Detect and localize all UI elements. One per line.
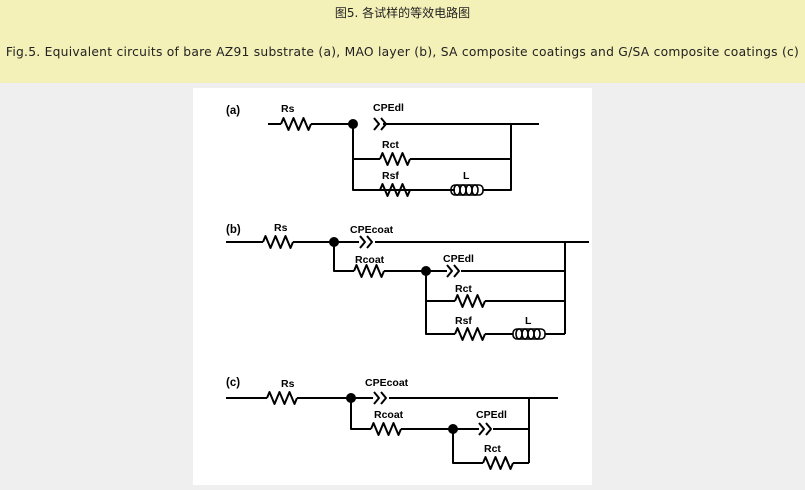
junction-node <box>329 237 339 247</box>
circuit-c: (c) Rs CPEcoat Rcoat CPEdl Rct <box>226 377 558 470</box>
label-rcoat: Rcoat <box>355 254 385 266</box>
resistor-rcoat <box>353 264 385 278</box>
circuit-b: (b) Rs CPEcoat Rcoat CPEdl Rct <box>226 222 589 341</box>
label-rct: Rct <box>455 283 472 295</box>
resistor-rct <box>379 152 411 166</box>
equivalent-circuits-figure: (a) Rs CPEdl Rct Rsf L <box>193 88 592 485</box>
label-rs: Rs <box>274 222 288 234</box>
panel-label-c: (c) <box>226 377 240 389</box>
junction-node <box>346 393 356 403</box>
resistor-rs <box>280 117 312 131</box>
label-cpe-coat: CPEcoat <box>350 224 394 236</box>
cpe-dl-element <box>446 264 460 278</box>
resistor-rct <box>454 294 486 308</box>
cpe-coat-element <box>359 235 373 249</box>
caption-bar: 图5. 各试样的等效电路图 Fig.5. Equivalent circuits… <box>0 0 805 83</box>
inductor-l <box>512 328 546 340</box>
cpe-element <box>373 117 387 131</box>
resistor-rs <box>266 391 298 405</box>
resistor-rsf <box>379 183 411 197</box>
caption-chinese: 图5. 各试样的等效电路图 <box>334 6 471 20</box>
label-rsf: Rsf <box>382 170 399 182</box>
circuit-a-wires <box>268 123 539 191</box>
cpe-coat-element <box>373 391 387 405</box>
label-cpe-dl: CPEdl <box>476 409 507 421</box>
label-rct: Rct <box>382 139 399 151</box>
label-cpe: CPEdl <box>373 102 404 114</box>
label-l: L <box>463 170 470 182</box>
caption-english: Fig.5. Equivalent circuits of bare AZ91 … <box>5 45 800 59</box>
cpe-dl-element <box>478 422 492 436</box>
resistor-rct <box>482 456 514 470</box>
junction-node <box>421 266 431 276</box>
junction-node <box>348 119 358 129</box>
circuit-c-wires <box>226 397 558 464</box>
label-rcoat: Rcoat <box>374 409 404 421</box>
junction-node <box>448 424 458 434</box>
panel-label-b: (b) <box>226 224 241 236</box>
circuit-b-wires <box>226 241 589 335</box>
label-l: L <box>525 315 532 327</box>
label-cpe-dl: CPEdl <box>443 253 474 265</box>
label-rs: Rs <box>281 378 295 390</box>
label-rct: Rct <box>484 443 501 455</box>
inductor-l <box>450 184 484 196</box>
label-cpe-coat: CPEcoat <box>365 377 409 389</box>
label-rs: Rs <box>281 103 295 115</box>
label-rsf: Rsf <box>455 315 472 327</box>
circuit-a: (a) Rs CPEdl Rct Rsf L <box>226 102 539 197</box>
resistor-rsf <box>454 327 486 341</box>
resistor-rs <box>262 235 294 249</box>
panel-label-a: (a) <box>226 105 240 117</box>
resistor-rcoat <box>370 422 402 436</box>
